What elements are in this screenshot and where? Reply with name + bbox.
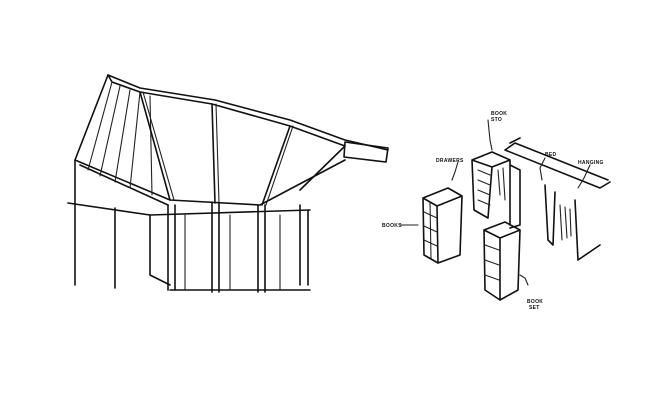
label-book-sto-2: STO — [491, 117, 502, 123]
label-book-set-1: BOOK — [527, 299, 543, 305]
sketch-labels: BOOK STO DRAWERS BED HANGING BOOKS BOOK … — [382, 111, 604, 311]
label-books: BOOKS — [382, 223, 402, 229]
label-hanging: HANGING — [578, 160, 604, 166]
label-bed: BED — [545, 152, 557, 158]
label-book-sto-1: BOOK — [491, 111, 507, 117]
roof-perspective-sketch — [67, 74, 389, 293]
label-book-set-2: SET — [529, 305, 540, 311]
label-drawers: DRAWERS — [436, 158, 464, 164]
storage-sketch — [399, 119, 611, 301]
